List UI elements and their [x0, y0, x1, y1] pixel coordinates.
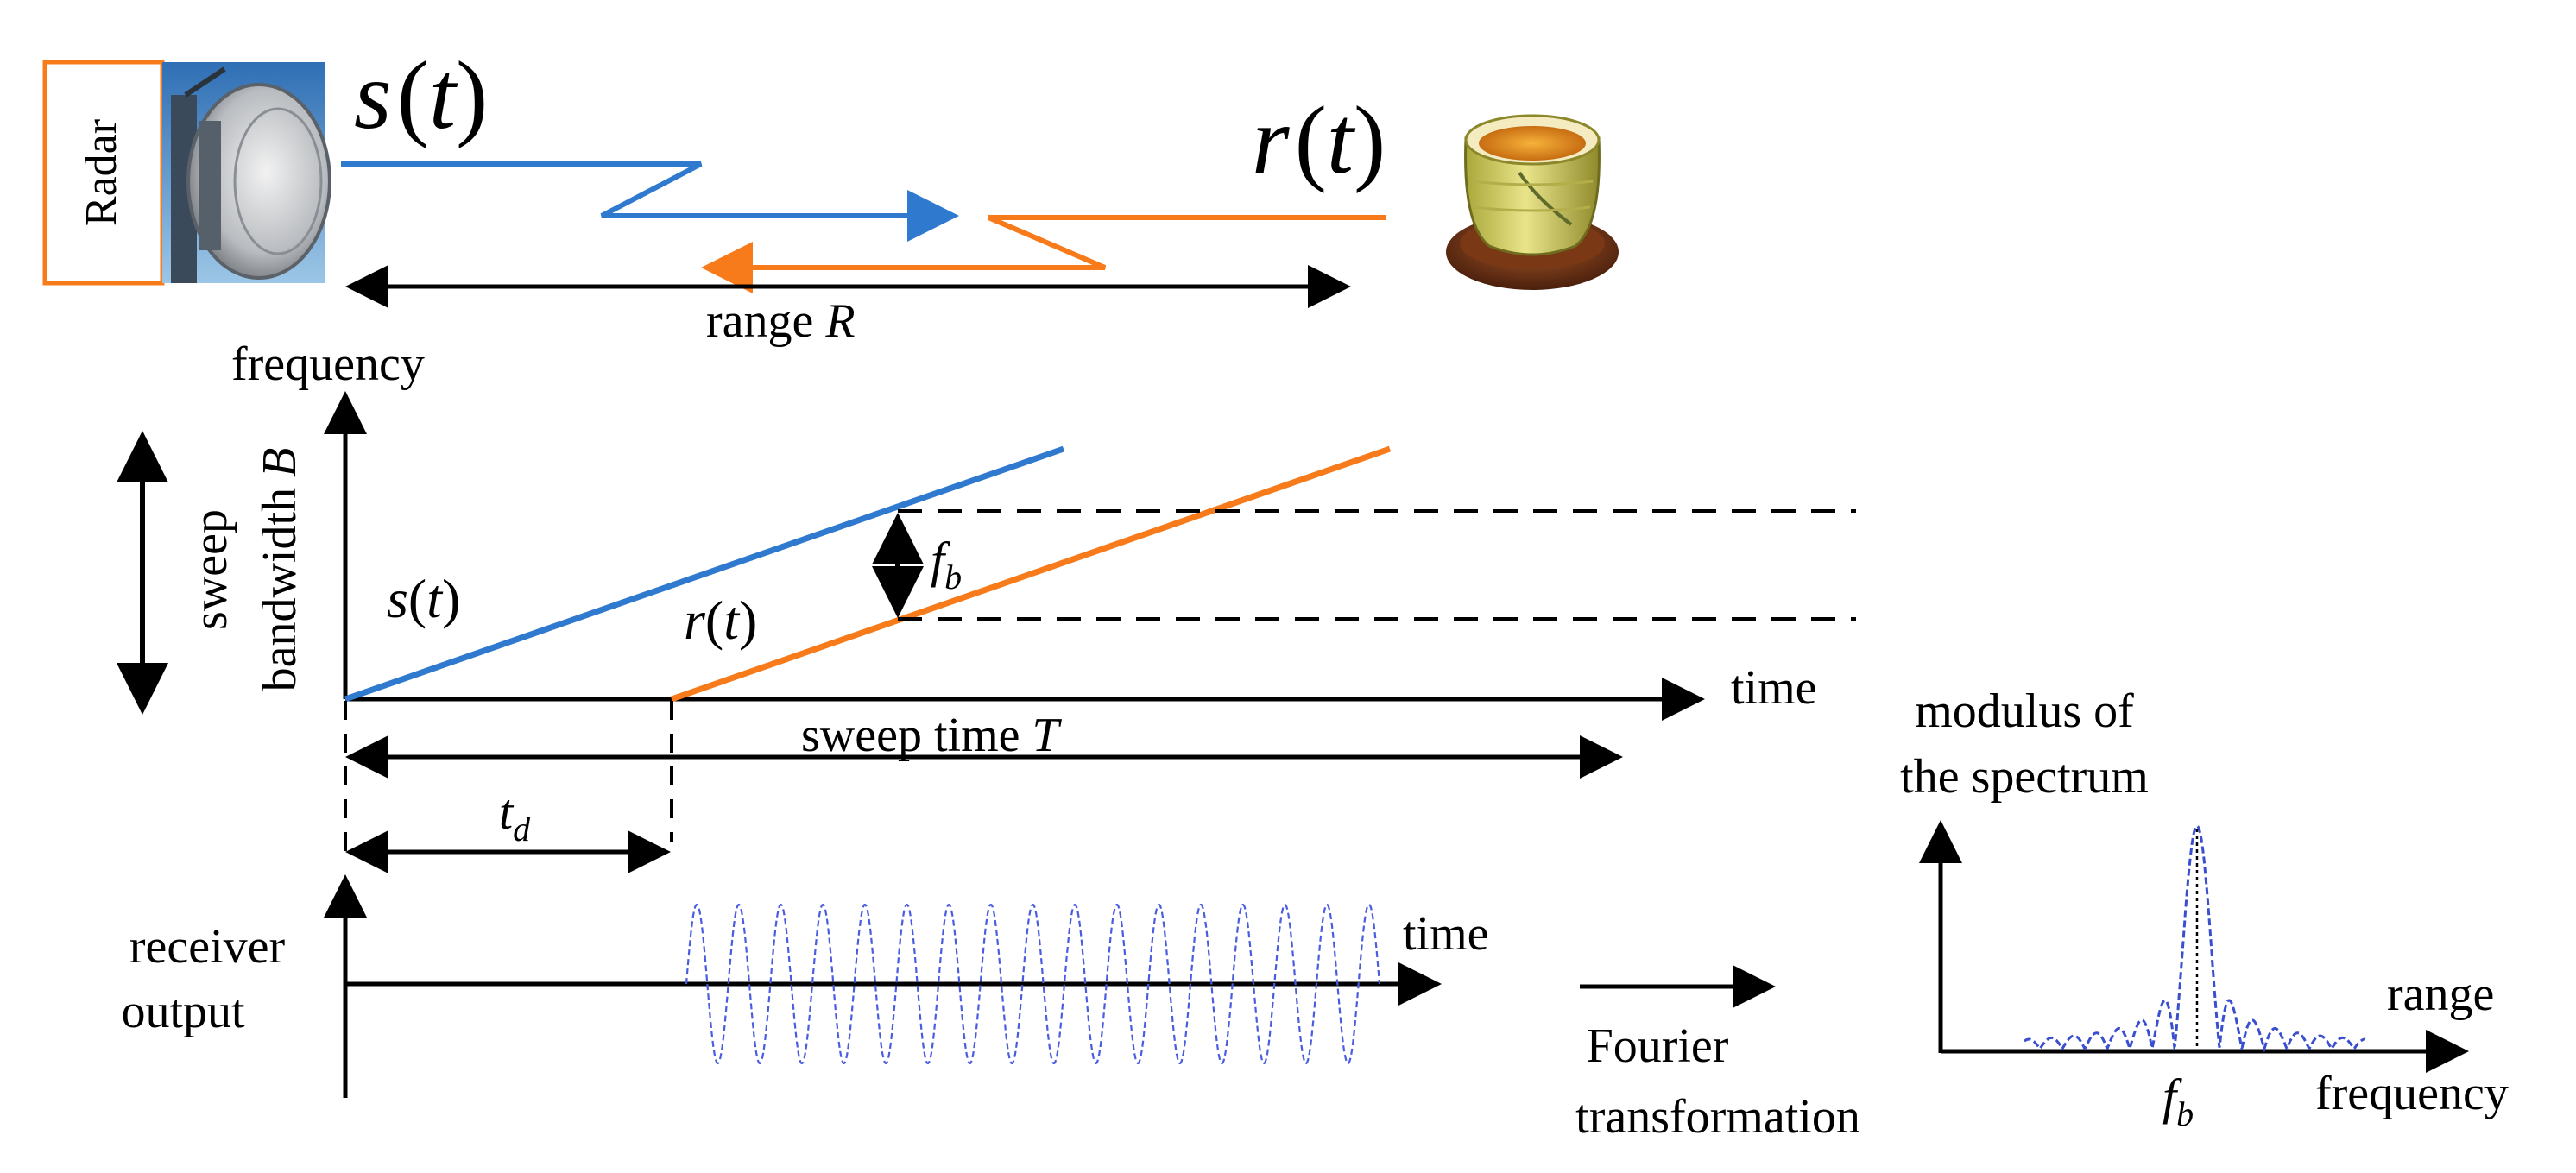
tea-cup-icon [1446, 114, 1619, 290]
transmit-path [341, 161, 959, 242]
spectrum-y-label-line1: modulus of [1915, 684, 2134, 738]
receiver-y-label-line2: output [121, 985, 245, 1038]
radar-dish-photo [162, 62, 331, 283]
chirp-x-axis-label: time [1731, 661, 1817, 715]
fourier-label-line2: transformation [1575, 1090, 1860, 1144]
bandwidth-label-line1: sweep [184, 509, 237, 630]
receiver-x-label: time [1403, 907, 1489, 961]
top-transmit-label: s(t) [354, 42, 488, 149]
radar-label: Radar [77, 119, 126, 226]
receiver-y-label-line1: receiver [129, 920, 286, 974]
receive-chirp-line [670, 445, 1392, 703]
radar-box [42, 60, 165, 286]
fourier-label-line1: Fourier [1587, 1019, 1729, 1073]
chirp-transmit-label: s(t) [387, 568, 460, 629]
td-label: td [499, 784, 531, 848]
reflected-path [701, 215, 1386, 293]
chirp-y-axis-label: frequency [231, 337, 425, 391]
spectrum-sinc-curve [2024, 824, 2366, 1054]
beat-signal-wave [685, 903, 1381, 1065]
top-receive-label: r(t) [1252, 87, 1386, 194]
chirp-fb-label: fb [931, 532, 962, 596]
transmit-chirp-line [344, 445, 1065, 703]
spectrum-x-label-top: range [2387, 968, 2494, 1021]
spectrum-fb-label: fb [2162, 1069, 2194, 1133]
bandwidth-label-line2: bandwidthB [253, 448, 306, 692]
spectrum-y-label-line2: the spectrum [1900, 750, 2149, 804]
chirp-receive-label: r(t) [684, 590, 757, 651]
spectrum-x-label-bottom: frequency [2315, 1067, 2509, 1120]
radar-unit: Radar [42, 60, 331, 286]
